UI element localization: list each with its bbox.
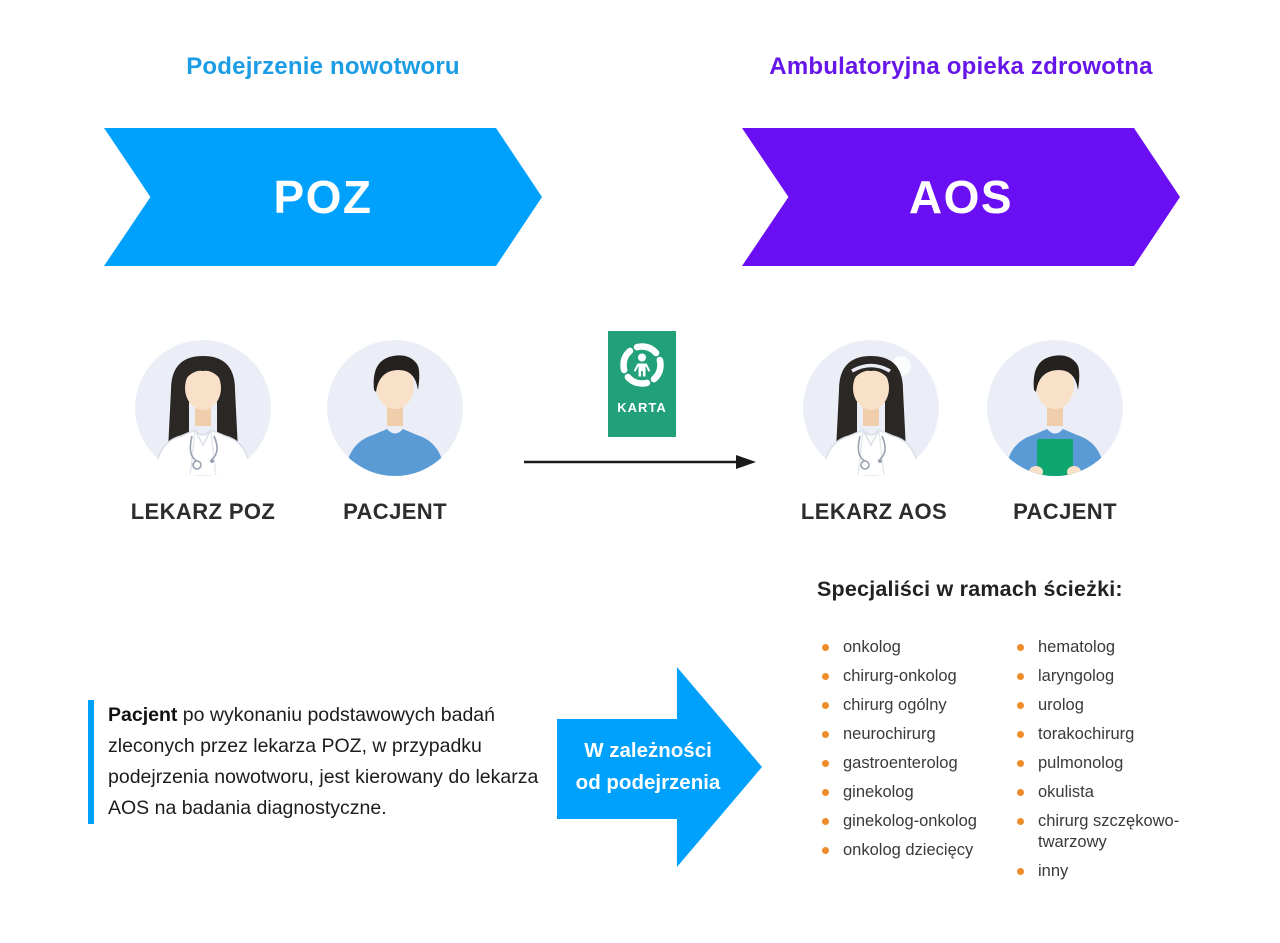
male-patient-avatar — [327, 340, 463, 476]
held-green-card — [1037, 439, 1073, 476]
specialist-label: gastroenterolog — [843, 754, 958, 772]
specialist-label: pulmonolog — [1038, 754, 1124, 772]
note-lead: Pacjent — [108, 704, 178, 726]
bullet-dot-icon — [1017, 731, 1024, 738]
male-patient-with-card-avatar — [987, 340, 1123, 476]
specialist-item: chirurg szczękowo-twarzowy — [1014, 811, 1200, 853]
patient-referral-note: Pacjent po wykonaniu podstawowych badań … — [88, 700, 544, 824]
label-lekarz-aos: LEKARZ AOS — [800, 499, 948, 524]
heading-podejrzenie-nowotworu: Podejrzenie nowotworu — [186, 53, 460, 80]
label-pacjent-left: PACJENT — [343, 499, 447, 524]
specialist-item: pulmonolog — [1014, 753, 1200, 774]
bullet-dot-icon — [822, 818, 829, 825]
specialist-item: urolog — [1014, 695, 1200, 716]
specialist-item: gastroenterolog — [819, 753, 1001, 774]
specialist-label: laryngolog — [1038, 667, 1115, 685]
specialist-label: onkolog dziecięcy — [843, 841, 974, 859]
bullet-dot-icon — [1017, 702, 1024, 709]
dilo-card-logo-icon — [620, 343, 664, 387]
dilo-karta-card: KARTA — [608, 331, 676, 437]
specialist-label: torakochirurg — [1038, 725, 1135, 743]
bullet-dot-icon — [1017, 818, 1024, 825]
female-doctor-avatar — [135, 340, 271, 476]
female-doctor-headband-avatar — [803, 340, 939, 476]
bullet-dot-icon — [1017, 673, 1024, 680]
specialist-label: inny — [1038, 862, 1069, 880]
bullet-dot-icon — [822, 731, 829, 738]
karta-label: KARTA — [617, 400, 667, 415]
specialist-label: chirurg szczękowo-twarzowy — [1038, 812, 1180, 851]
bullet-dot-icon — [822, 644, 829, 651]
specialist-label: ginekolog — [843, 783, 914, 801]
poz-label: POZ — [273, 171, 373, 223]
specialist-item: ginekolog — [819, 782, 1001, 803]
label-pacjent-right: PACJENT — [1013, 499, 1117, 524]
specialist-item: chirurg-onkolog — [819, 666, 1001, 687]
specialist-label: hematolog — [1038, 638, 1116, 656]
bullet-dot-icon — [1017, 868, 1024, 875]
dependency-line1: W zależności — [584, 739, 712, 762]
specialists-column-2: hematolog laryngolog urolog torakochirurg pu… — [1014, 637, 1200, 890]
specialist-item: laryngolog — [1014, 666, 1200, 687]
dependency-line2: od podejrzenia — [575, 771, 721, 794]
specialist-label: urolog — [1038, 696, 1084, 714]
specialist-item: hematolog — [1014, 637, 1200, 658]
bullet-dot-icon — [822, 760, 829, 767]
specialist-item: onkolog — [819, 637, 1001, 658]
bullet-dot-icon — [1017, 789, 1024, 796]
specialists-title: Specjaliści w ramach ścieżki: — [817, 577, 1123, 601]
bullet-dot-icon — [822, 673, 829, 680]
bullet-dot-icon — [822, 847, 829, 854]
poz-chevron-banner: POZ — [104, 128, 542, 266]
specialist-item: inny — [1014, 861, 1200, 882]
note-body: po wykonaniu podstawowych badań zleconyc… — [108, 704, 539, 819]
transfer-arrow-icon — [524, 455, 756, 469]
specialist-label: ginekolog-onkolog — [843, 812, 977, 830]
specialist-item: chirurg ogólny — [819, 695, 1001, 716]
specialist-label: neurochirurg — [843, 725, 936, 743]
bullet-dot-icon — [1017, 760, 1024, 767]
specialist-item: neurochirurg — [819, 724, 1001, 745]
bullet-dot-icon — [822, 789, 829, 796]
specialist-item: ginekolog-onkolog — [819, 811, 1001, 832]
specialist-item: onkolog dziecięcy — [819, 840, 1001, 861]
specialist-item: torakochirurg — [1014, 724, 1200, 745]
specialist-label: okulista — [1038, 783, 1094, 801]
bullet-dot-icon — [1017, 644, 1024, 651]
label-lekarz-poz: LEKARZ POZ — [130, 499, 276, 524]
aos-chevron-banner: AOS — [742, 128, 1180, 266]
specialists-column-1: onkolog chirurg-onkolog chirurg ogólny neur… — [819, 637, 1001, 869]
bullet-dot-icon — [822, 702, 829, 709]
heading-ambulatoryjna-opieka: Ambulatoryjna opieka zdrowotna — [769, 53, 1153, 80]
specialist-label: chirurg ogólny — [843, 696, 947, 714]
dependency-arrow-text: W zależności od podejrzenia — [557, 667, 739, 867]
specialist-label: onkolog — [843, 638, 901, 656]
specialist-item: okulista — [1014, 782, 1200, 803]
specialist-label: chirurg-onkolog — [843, 667, 957, 685]
aos-label: AOS — [908, 171, 1014, 223]
